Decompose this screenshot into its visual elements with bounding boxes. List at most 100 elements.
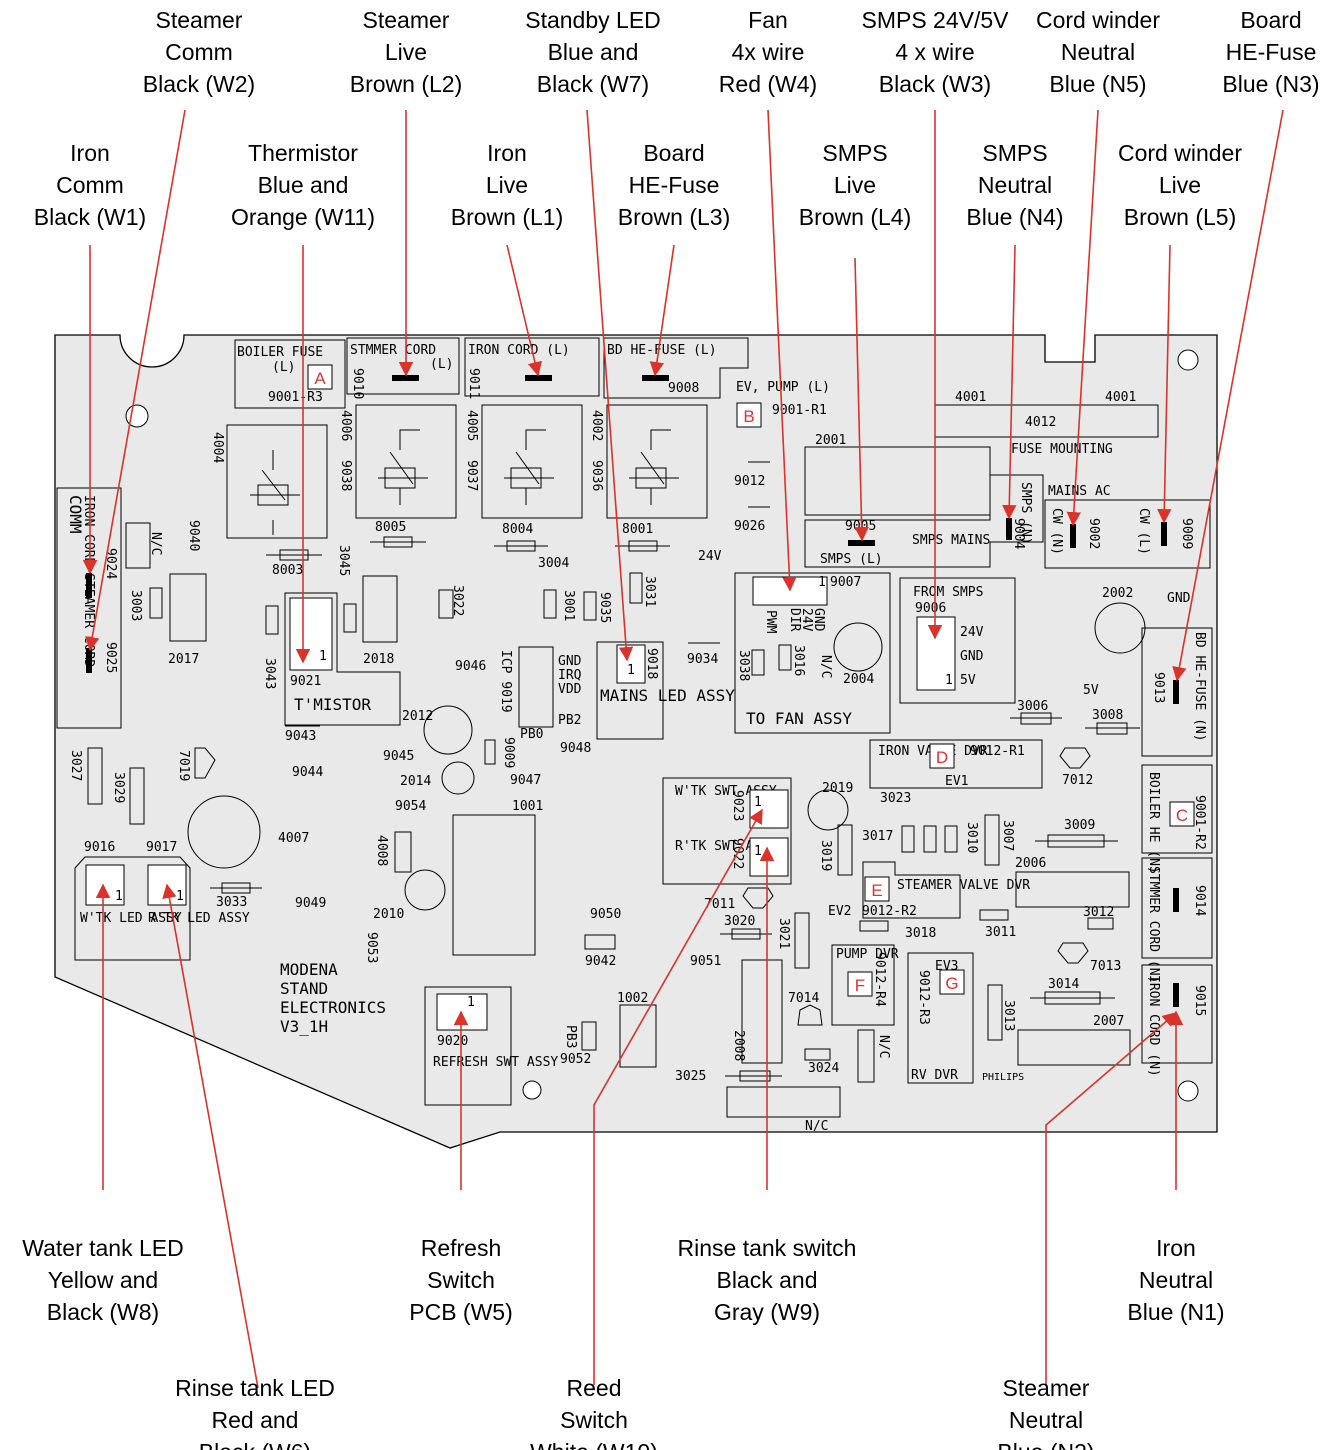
relay-4005: 4005 9037 bbox=[464, 404, 583, 519]
letter-box-text: B bbox=[743, 407, 754, 426]
svg-text:GND: GND bbox=[960, 649, 984, 664]
label-24v: 24V bbox=[698, 549, 722, 564]
callout-line: Iron bbox=[487, 140, 527, 166]
svg-text:7014: 7014 bbox=[788, 991, 819, 1006]
svg-text:CW (L): CW (L) bbox=[1136, 508, 1151, 555]
svg-text:3019: 3019 bbox=[818, 840, 833, 871]
resistor-unlabeled-1 bbox=[343, 603, 357, 633]
callout-line: Gray (W9) bbox=[714, 1299, 820, 1325]
svg-text:3024: 3024 bbox=[808, 1061, 839, 1076]
svg-text:2007: 2007 bbox=[1093, 1014, 1124, 1029]
svg-text:GND: GND bbox=[558, 654, 582, 669]
resistor-3024: 3024 bbox=[804, 1048, 839, 1076]
label-3010: 3010 bbox=[964, 822, 979, 853]
diode-8005: 8005 bbox=[370, 520, 426, 548]
svg-text:2010: 2010 bbox=[373, 907, 404, 922]
svg-text:R'TK LED ASSY: R'TK LED ASSY bbox=[148, 911, 250, 926]
callout-line: Reed bbox=[567, 1375, 622, 1401]
label-9053: 9053 bbox=[364, 932, 379, 963]
callout-line: Red (W4) bbox=[719, 71, 817, 97]
svg-text:9015: 9015 bbox=[1192, 985, 1207, 1016]
callout-line: Live bbox=[486, 172, 528, 198]
svg-text:STEAMER VALVE DVR: STEAMER VALVE DVR bbox=[897, 878, 1030, 893]
callout-line: Yellow and bbox=[48, 1267, 158, 1293]
resistor-3027: 3027 bbox=[68, 747, 103, 805]
iron-cord-live-connector: IRON CORD (L) 9011 bbox=[464, 337, 600, 399]
svg-text:9009: 9009 bbox=[1179, 518, 1194, 549]
svg-text:FROM SMPS: FROM SMPS bbox=[913, 585, 983, 600]
capacitor-2019: 2019 bbox=[807, 781, 853, 831]
svg-text:24V: 24V bbox=[960, 625, 984, 640]
iron-cord-neutral-connector: IRON CORD (N) 9015 bbox=[1141, 964, 1213, 1077]
jumper-pb3: PB3 9052 bbox=[560, 1021, 597, 1067]
svg-text:3014: 3014 bbox=[1048, 977, 1079, 992]
svg-text:2017: 2017 bbox=[168, 652, 199, 667]
label-9043: 9043 bbox=[285, 729, 316, 744]
board-he-fuse-live-connector: BD HE-FUSE (L) 9008 bbox=[603, 337, 749, 399]
svg-text:3009: 3009 bbox=[1064, 818, 1095, 833]
callout-steamer-neutral: SteamerNeutralBlue (N2) bbox=[997, 1375, 1094, 1450]
svg-text:3022: 3022 bbox=[450, 585, 465, 616]
capacitor-2014 bbox=[441, 761, 475, 795]
callout-line: White (W10) bbox=[530, 1439, 658, 1450]
svg-text:3016: 3016 bbox=[791, 645, 806, 676]
svg-text:8005: 8005 bbox=[375, 520, 406, 535]
callout-line: Board bbox=[1240, 7, 1301, 33]
svg-text:ELECTRONICS: ELECTRONICS bbox=[280, 998, 386, 1017]
svg-text:MODENA: MODENA bbox=[280, 960, 338, 979]
svg-text:1: 1 bbox=[818, 575, 826, 590]
svg-text:1001: 1001 bbox=[512, 799, 543, 814]
callout-line: Steamer bbox=[1003, 1375, 1090, 1401]
mounting-hole-bottom-center bbox=[522, 1080, 542, 1100]
resistor-3021: 3021 bbox=[776, 912, 810, 969]
pump-dvr: PUMP DVR 9012-R4 bbox=[831, 944, 899, 1026]
arrow-standby-led bbox=[586, 109, 634, 662]
svg-text:W'TK LED ASSY: W'TK LED ASSY bbox=[80, 911, 182, 926]
arrow-cord-winder-neutral bbox=[1066, 109, 1099, 527]
component-nc-bottom: N/C bbox=[726, 1086, 841, 1134]
callout-line: Steamer bbox=[156, 7, 243, 33]
svg-text:4012: 4012 bbox=[1025, 415, 1056, 430]
svg-text:2006: 2006 bbox=[1015, 856, 1046, 871]
callout-line: Neutral bbox=[1061, 39, 1135, 65]
svg-text:4001: 4001 bbox=[955, 390, 986, 405]
svg-text:8003: 8003 bbox=[272, 563, 303, 578]
label-9012: 9012 bbox=[734, 474, 765, 489]
ev-pump-live-label: EV, PUMP (L) bbox=[736, 380, 830, 395]
label-9009b: 9009 bbox=[501, 737, 516, 768]
svg-text:2001: 2001 bbox=[815, 433, 846, 448]
svg-text:4005: 4005 bbox=[464, 410, 479, 441]
label-3017: 3017 bbox=[862, 829, 893, 844]
capacitor-4007: 4007 bbox=[187, 795, 309, 869]
svg-text:9023: 9023 bbox=[730, 790, 745, 821]
svg-text:BOILER HE (N): BOILER HE (N) bbox=[1146, 772, 1161, 874]
callout-line: 4 x wire bbox=[895, 39, 974, 65]
svg-text:N/C: N/C bbox=[148, 532, 163, 555]
callout-line: Comm bbox=[56, 172, 124, 198]
resistor-3003: 3003 bbox=[128, 587, 163, 621]
svg-text:CW (N): CW (N) bbox=[1049, 508, 1064, 555]
svg-text:IRQ: IRQ bbox=[558, 668, 582, 683]
svg-text:T'MISTOR: T'MISTOR bbox=[294, 695, 371, 714]
resistor-3029: 3029 bbox=[111, 767, 145, 825]
label-9054: 9054 bbox=[395, 799, 426, 814]
svg-text:4006: 4006 bbox=[338, 410, 353, 441]
svg-text:3038: 3038 bbox=[736, 650, 751, 681]
svg-text:N/C: N/C bbox=[805, 1119, 828, 1134]
callout-line: Blue (N5) bbox=[1049, 71, 1146, 97]
label-3018: 3018 bbox=[905, 926, 936, 941]
svg-text:(L): (L) bbox=[430, 357, 453, 372]
svg-text:9018: 9018 bbox=[644, 648, 659, 679]
component-2008: 2008 bbox=[731, 959, 783, 1064]
svg-text:9005: 9005 bbox=[845, 519, 876, 534]
svg-text:8001: 8001 bbox=[622, 522, 653, 537]
